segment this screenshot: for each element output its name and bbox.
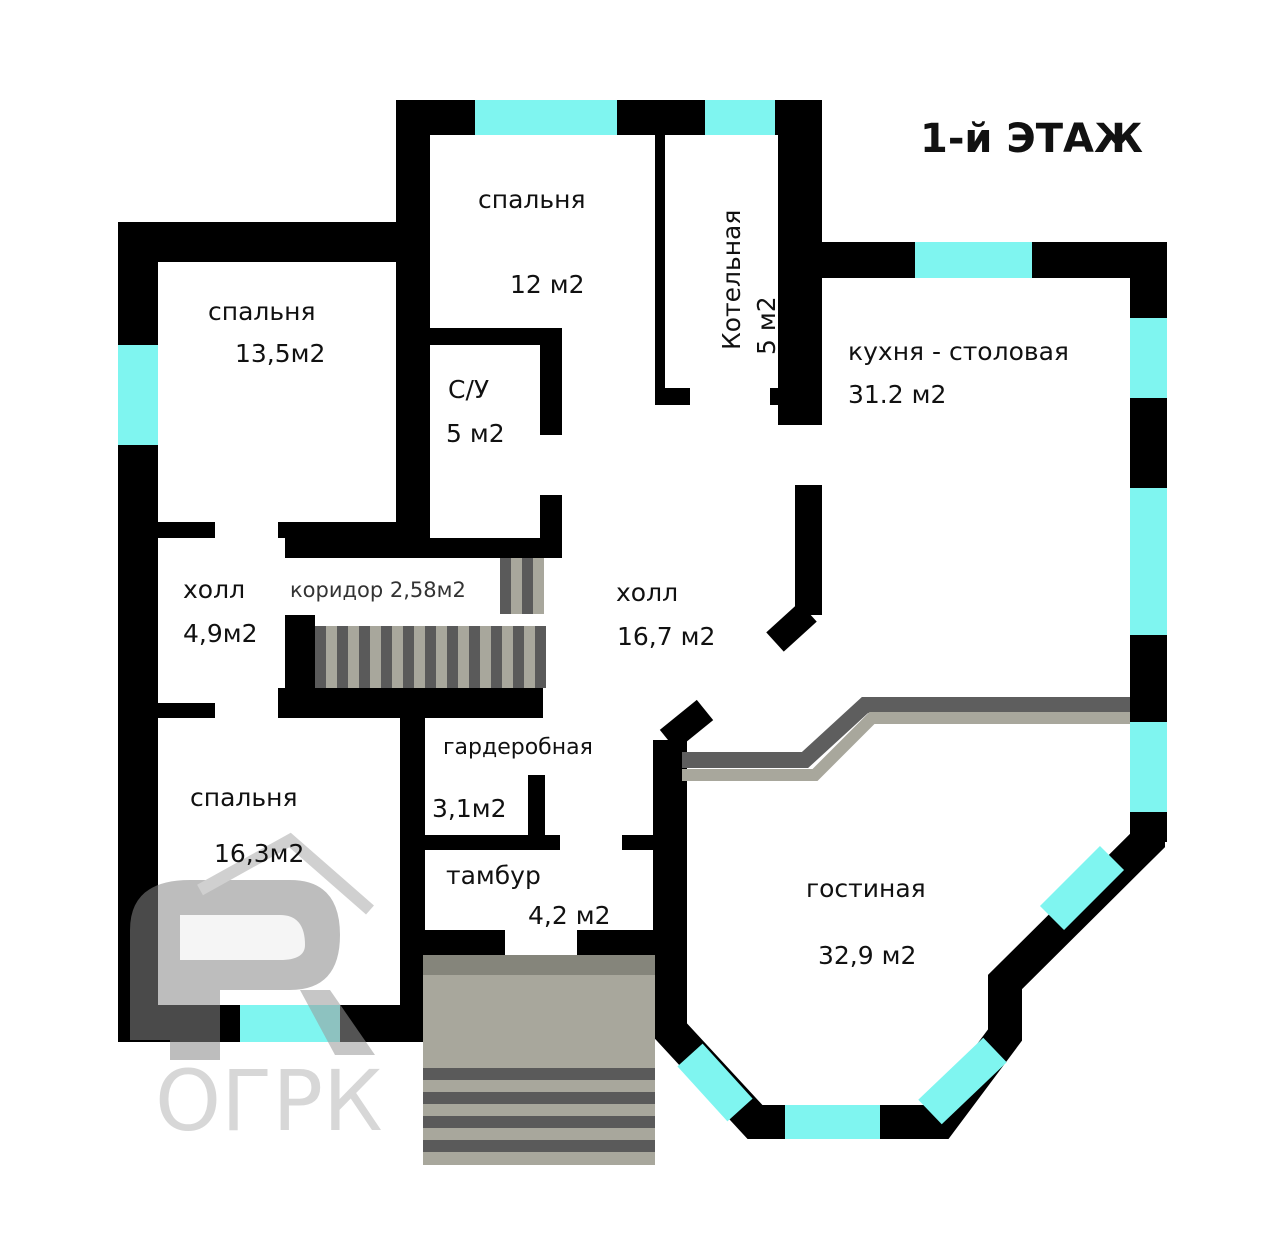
- room-area: 4,9м2: [183, 619, 258, 648]
- stair-step: [403, 626, 414, 688]
- room-area: 16,7 м2: [617, 622, 715, 651]
- stair-step: [337, 626, 348, 688]
- room-name: кухня - столовая: [848, 337, 1069, 366]
- room-area: 3,1м2: [432, 794, 507, 823]
- low-partition: [682, 712, 1130, 781]
- room-name: спальня: [208, 297, 316, 326]
- stair-step: [348, 626, 359, 688]
- hall-diagonal: [659, 699, 714, 751]
- stair-step: [502, 626, 513, 688]
- living-room-walls: [653, 740, 1165, 1139]
- interior-staircase: [315, 558, 546, 688]
- room-area: 5 м2: [446, 419, 505, 448]
- room-name: Котельная: [717, 210, 746, 350]
- room-name: спальня: [478, 185, 586, 214]
- low-partition: [682, 697, 1130, 768]
- floor-title: 1-й ЭТАЖ: [920, 116, 1143, 162]
- room-area: 5 м2: [752, 296, 781, 355]
- stair-step: [511, 558, 522, 614]
- room-name: холл: [183, 575, 245, 604]
- window: [918, 1037, 1007, 1125]
- stair-step: [447, 626, 458, 688]
- room-area: 31.2 м2: [848, 380, 946, 409]
- stair-step: [425, 626, 436, 688]
- stair-step: [491, 626, 502, 688]
- window: [1039, 845, 1125, 931]
- stair-step: [524, 626, 535, 688]
- stair-step: [469, 626, 480, 688]
- room-area: 12 м2: [510, 270, 585, 299]
- stair-step: [359, 626, 370, 688]
- room-area: 13,5м2: [235, 339, 325, 368]
- stair-step: [392, 626, 403, 688]
- stair-step: [458, 626, 469, 688]
- room-name: тамбур: [446, 861, 541, 890]
- entrance-stairs: [423, 955, 655, 1165]
- stair-step: [522, 558, 533, 614]
- room-name: гардеробная: [443, 735, 593, 760]
- window: [785, 1105, 880, 1139]
- stair-step: [513, 626, 524, 688]
- stair-step: [535, 626, 546, 688]
- stair-step: [326, 626, 337, 688]
- stair-step: [480, 626, 491, 688]
- room-area: 32,9 м2: [818, 941, 916, 970]
- ogrk-logo: ОГРК: [130, 832, 383, 1150]
- stair-step: [436, 626, 447, 688]
- room-name: холл: [616, 578, 678, 607]
- watermark-text: ОГРК: [155, 1052, 383, 1150]
- stair-step: [500, 558, 511, 614]
- interior-walls: [158, 135, 822, 1042]
- window: [677, 1043, 753, 1122]
- windows: [118, 100, 1167, 1042]
- room-name: С/У: [448, 375, 489, 404]
- room-area: 4,2 м2: [528, 901, 610, 930]
- stair-step: [381, 626, 392, 688]
- room-name: спальня: [190, 783, 298, 812]
- room-name: коридор 2,58м2: [290, 578, 466, 602]
- stair-step: [315, 626, 326, 688]
- room-name: гостиная: [806, 874, 926, 903]
- stair-step: [533, 558, 544, 614]
- stair-step: [370, 626, 381, 688]
- stair-step: [414, 626, 425, 688]
- room-area: 16,3м2: [214, 839, 304, 868]
- partition-diagonal: [766, 602, 817, 652]
